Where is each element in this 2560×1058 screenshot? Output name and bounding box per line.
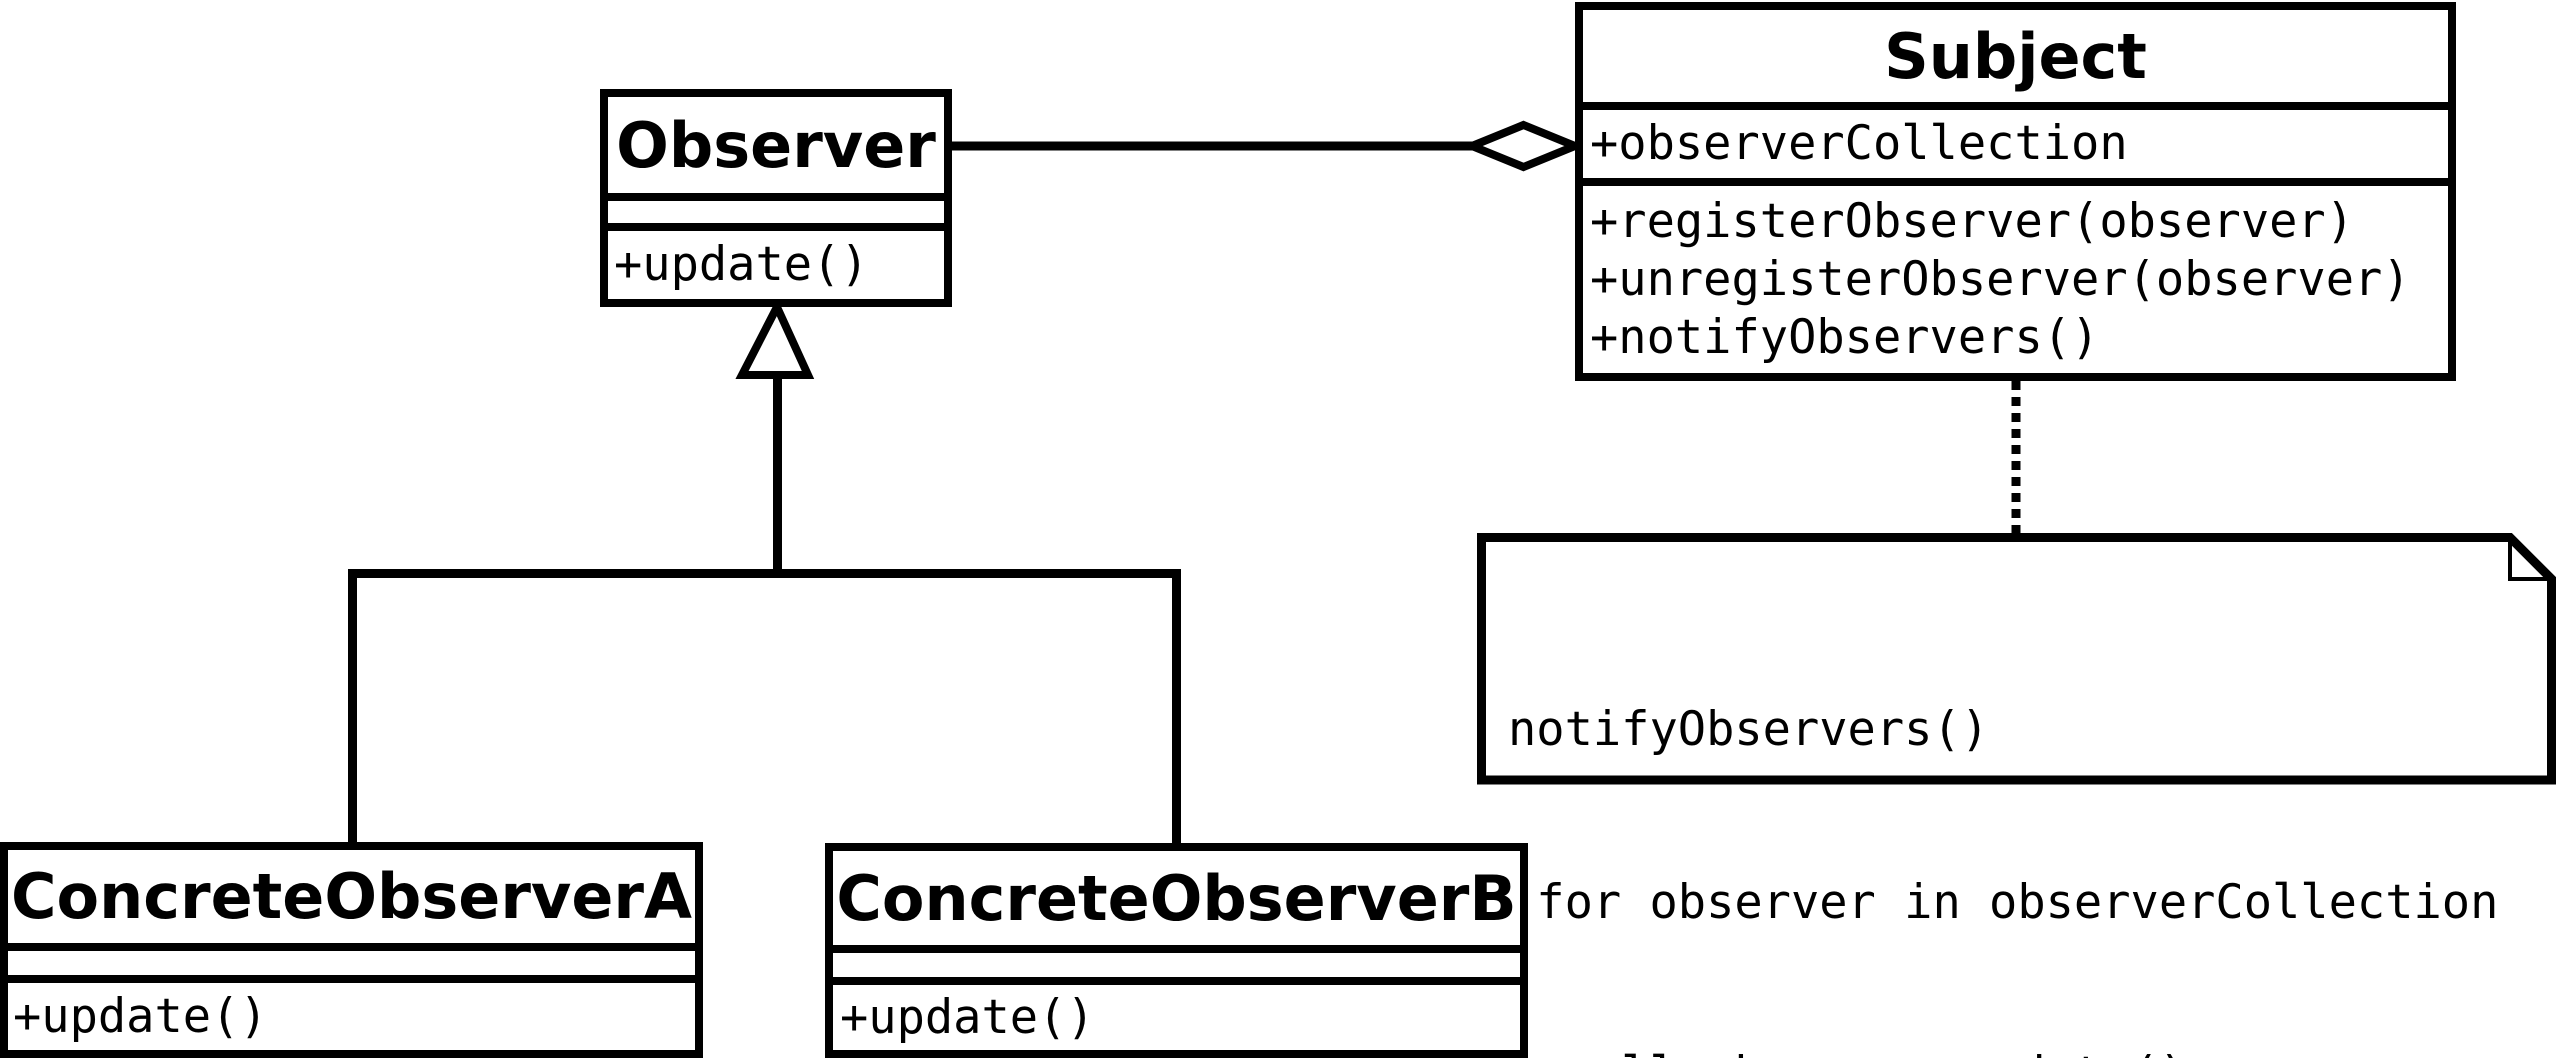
aggregation-diamond-icon bbox=[1461, 120, 1586, 172]
class-attributes-concrete-observer-a bbox=[8, 943, 695, 975]
note-line: call observer.update() bbox=[1508, 1046, 2498, 1058]
method-item: +update() bbox=[840, 989, 1095, 1045]
method-item: +update() bbox=[13, 988, 268, 1044]
class-box-concrete-observer-a: ConcreteObserverA +update() bbox=[0, 842, 703, 1058]
method-item: +registerObserver(observer) bbox=[1590, 193, 2355, 249]
note-text: notifyObservers() for observer in observ… bbox=[1508, 586, 2498, 1058]
class-methods-concrete-observer-a: +update() bbox=[8, 975, 695, 1050]
class-methods-subject: +registerObserver(observer) +unregisterO… bbox=[1583, 178, 2448, 373]
note-line: notifyObservers() bbox=[1508, 702, 1990, 757]
class-methods-concrete-observer-b: +update() bbox=[833, 977, 1520, 1050]
class-box-observer: Observer +update() bbox=[600, 89, 952, 307]
class-title-observer: Observer bbox=[616, 108, 936, 182]
note-fold-icon bbox=[2508, 537, 2552, 581]
class-attributes-observer bbox=[608, 193, 944, 223]
note-box bbox=[1477, 533, 2556, 785]
class-title-concrete-observer-a: ConcreteObserverA bbox=[11, 860, 692, 933]
class-title-concrete-observer-b: ConcreteObserverB bbox=[836, 861, 1517, 935]
class-attributes-concrete-observer-b bbox=[833, 945, 1520, 977]
class-box-concrete-observer-b: ConcreteObserverB +update() bbox=[825, 843, 1528, 1058]
method-item: +notifyObservers() bbox=[1590, 309, 2100, 365]
method-item: +unregisterObserver(observer) bbox=[1590, 251, 2411, 307]
class-box-subject: Subject +observerCollection +registerObs… bbox=[1575, 2, 2456, 381]
attribute-item: +observerCollection bbox=[1590, 116, 2128, 171]
class-title-subject: Subject bbox=[1884, 19, 2147, 93]
class-attributes-subject: +observerCollection bbox=[1583, 102, 2448, 178]
method-item: +update() bbox=[614, 237, 869, 292]
note-line: for observer in observerCollection bbox=[1508, 874, 2499, 930]
class-methods-observer: +update() bbox=[608, 223, 944, 299]
inheritance-triangle-icon bbox=[735, 297, 815, 379]
